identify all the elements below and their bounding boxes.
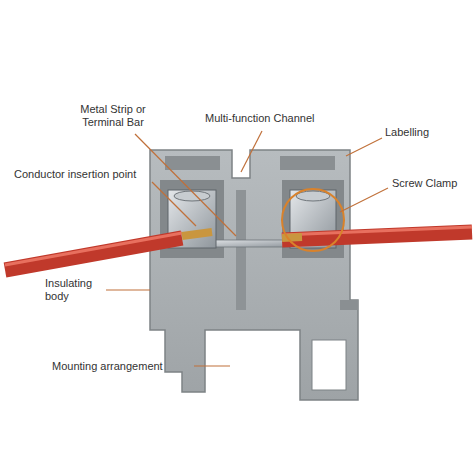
wire-highlight xyxy=(5,233,182,265)
wire-highlight xyxy=(282,227,472,235)
label-slot xyxy=(280,156,335,170)
leader-line xyxy=(340,188,388,212)
leader-line xyxy=(241,131,262,172)
part-label: Multi-function Channel xyxy=(205,112,335,125)
leader-line xyxy=(346,138,382,156)
channel-divider xyxy=(236,190,246,310)
leader-line xyxy=(194,365,230,366)
foot-window xyxy=(312,340,346,390)
part-label: Screw Clamp xyxy=(392,177,470,190)
mounting-notch xyxy=(340,300,358,310)
label-slot xyxy=(165,156,220,170)
leader-line xyxy=(135,134,236,236)
leader-line xyxy=(106,289,150,290)
copper-strands xyxy=(182,232,212,236)
screw-head xyxy=(296,191,330,201)
part-label: Metal Strip or Terminal Bar xyxy=(68,103,158,129)
leader-line xyxy=(152,182,196,226)
highlight-circle xyxy=(282,189,344,251)
copper-strands xyxy=(282,237,302,238)
screw-head xyxy=(174,191,210,201)
part-label: Insulating body xyxy=(45,277,103,303)
leader-lines xyxy=(106,131,388,366)
part-label: Labelling xyxy=(385,126,465,139)
insulating-body xyxy=(150,150,358,400)
wire xyxy=(5,238,182,270)
part-label: Conductor insertion point xyxy=(14,168,164,181)
part-label: Mounting arrangement xyxy=(52,360,192,373)
